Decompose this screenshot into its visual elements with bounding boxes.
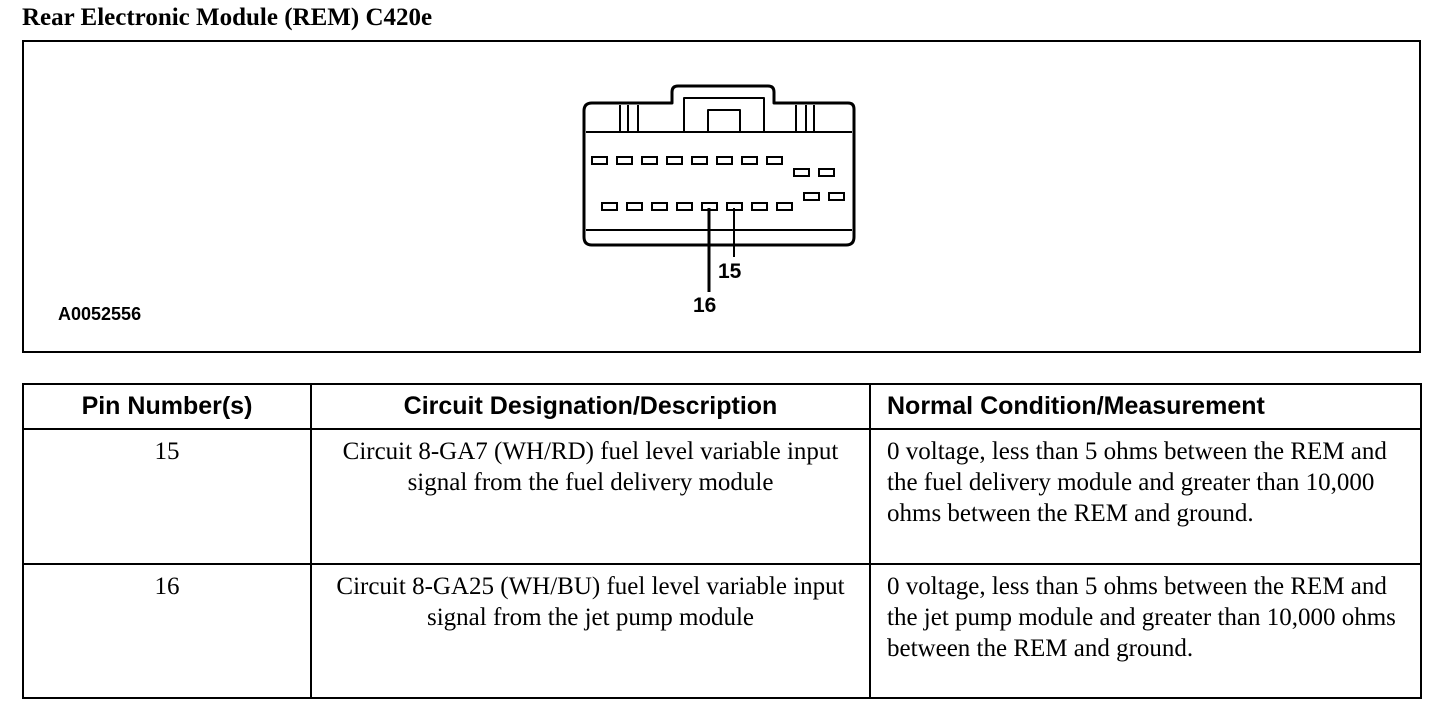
figure-id: A0052556 [58,304,142,324]
connector-diagram [582,84,856,292]
circuit-cell: Circuit 8-GA7 (WH/RD) fuel level variabl… [310,428,871,565]
table-row: 15 Circuit 8-GA7 (WH/RD) fuel level vari… [22,428,1422,565]
table-row: 16 Circuit 8-GA25 (WH/BU) fuel level var… [22,563,1422,699]
circuit-cell: Circuit 8-GA25 (WH/BU) fuel level variab… [310,563,871,699]
pin-cell: 16 [22,563,312,699]
connector-body [582,84,856,247]
pin-cell: 15 [22,428,312,565]
header-pin-numbers: Pin Number(s) [22,383,312,430]
locking-tab [683,97,765,132]
header-condition: Normal Condition/Measurement [869,383,1422,430]
pin-row-bottom [601,192,845,211]
condition-cell: 0 voltage, less than 5 ohms between the … [869,428,1422,565]
header-circuit: Circuit Designation/Description [310,383,871,430]
pin-row-top [591,156,835,177]
callout-15: 15 [718,260,742,283]
pinout-table: Pin Number(s) Circuit Designation/Descri… [22,383,1422,699]
connector-figure: 15 16 A0052556 [22,40,1421,353]
condition-cell: 0 voltage, less than 5 ohms between the … [869,563,1422,699]
callout-16: 16 [693,294,717,317]
table-header-row: Pin Number(s) Circuit Designation/Descri… [22,383,1422,430]
page-title: Rear Electronic Module (REM) C420e [22,4,433,31]
